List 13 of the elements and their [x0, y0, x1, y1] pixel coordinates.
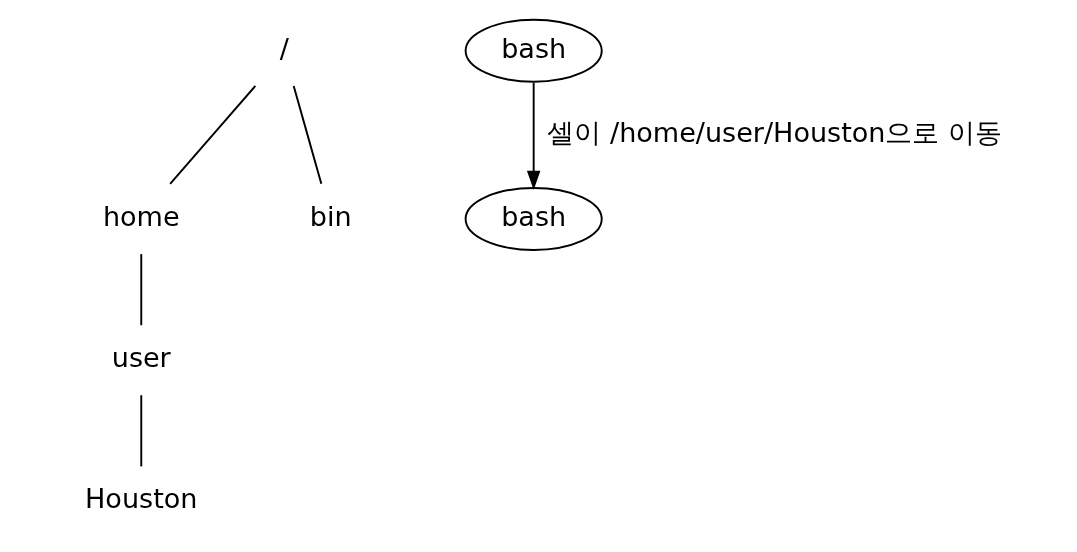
node-text: bin [309, 201, 352, 233]
arrow [526, 81, 541, 191]
connector [292, 85, 323, 185]
node-text: / [279, 32, 289, 64]
node-text: Houston [85, 483, 198, 515]
connector [169, 85, 257, 185]
edge-label: 셀이 /home/user/Houston으로 이동 [547, 117, 1003, 149]
node-ellipse: bash [464, 187, 603, 251]
connector [140, 394, 143, 468]
node-ellipse: bash [464, 18, 603, 83]
node-text: home [102, 201, 180, 233]
connector [140, 253, 143, 327]
node-text: user [111, 342, 171, 374]
